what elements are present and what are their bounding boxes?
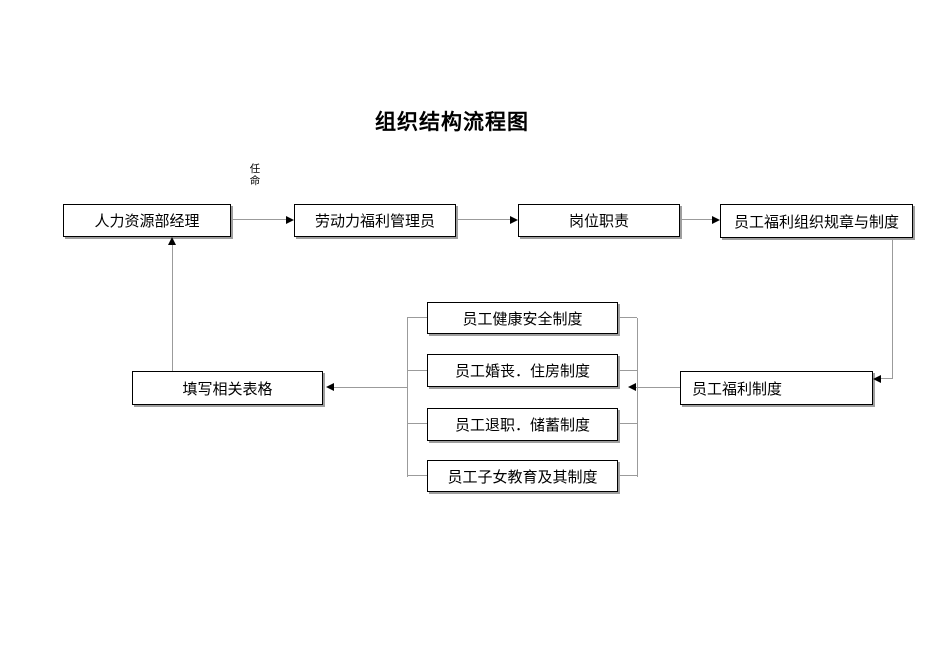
- node-org-rules: 员工福利组织规章与制度: [720, 204, 913, 238]
- diagram-title: 组织结构流程图: [375, 111, 529, 134]
- bracket-left-vertical: [407, 318, 408, 477]
- bracket-right-marriage-housing: [618, 370, 637, 371]
- node-fill-forms: 填写相关表格: [132, 371, 323, 405]
- bracket-left-marriage-housing: [407, 370, 427, 371]
- bracket-right-vertical: [637, 318, 638, 477]
- connector-hr-to-admin: [231, 219, 287, 220]
- bracket-right-children-education: [618, 475, 637, 476]
- node-marriage-housing: 员工婚丧．住房制度: [427, 354, 618, 387]
- arrowhead-admin-to-duties: [510, 216, 518, 224]
- connector-rules-to-welfare-vertical: [892, 238, 893, 379]
- node-welfare-admin: 劳动力福利管理员: [294, 204, 456, 237]
- bracket-right-retirement-savings: [618, 423, 637, 424]
- connector-welfare-to-items: [636, 387, 680, 388]
- node-hr-manager: 人力资源部经理: [63, 204, 231, 237]
- node-job-duties: 岗位职责: [518, 204, 680, 237]
- edge-label-appointment: 任命: [249, 163, 261, 187]
- connector-rules-to-welfare-horizontal: [881, 378, 893, 379]
- arrowhead-duties-to-rules: [712, 216, 720, 224]
- arrowhead-items-to-forms: [326, 383, 334, 391]
- arrowhead-welfare-to-items: [628, 383, 636, 391]
- bracket-right-health-safety: [618, 317, 637, 318]
- connector-forms-to-hr: [172, 245, 173, 371]
- node-welfare-system: 员工福利制度: [680, 371, 873, 405]
- node-retirement-savings: 员工退职．储蓄制度: [427, 408, 618, 441]
- arrowhead-hr-to-admin: [286, 216, 294, 224]
- connector-duties-to-rules: [680, 219, 712, 220]
- connector-items-to-forms: [334, 387, 407, 388]
- bracket-left-children-education: [407, 475, 427, 476]
- bracket-left-retirement-savings: [407, 423, 427, 424]
- bracket-left-health-safety: [407, 317, 427, 318]
- arrowhead-forms-to-hr: [168, 237, 176, 245]
- connector-admin-to-duties: [456, 219, 510, 220]
- node-health-safety: 员工健康安全制度: [427, 302, 618, 334]
- node-children-education: 员工子女教育及其制度: [427, 460, 618, 492]
- arrowhead-rules-to-welfare: [873, 375, 881, 383]
